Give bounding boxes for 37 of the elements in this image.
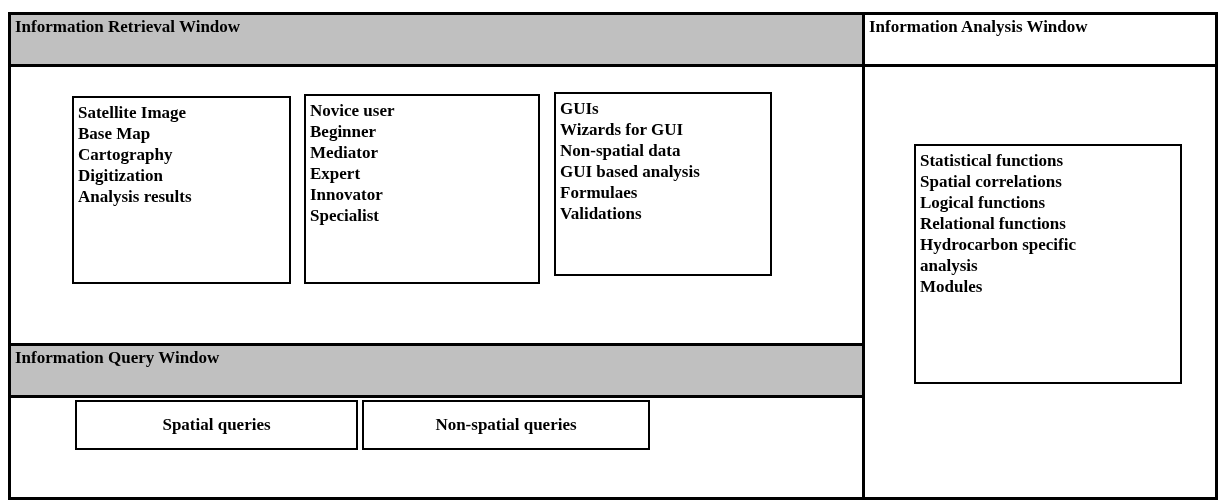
- list-item: Modules: [920, 276, 984, 297]
- window-panel: [862, 12, 1218, 500]
- list-item: Statistical functions: [920, 150, 1065, 171]
- list-item: Analysis results: [78, 186, 193, 207]
- list-item: Specialist: [310, 205, 380, 226]
- list-item: Digitization: [78, 165, 164, 186]
- window-panel: [8, 343, 865, 500]
- list-item: Validations: [560, 203, 643, 224]
- list-box: [554, 92, 772, 276]
- list-item: GUI based analysis: [560, 161, 701, 182]
- list-item: GUIs: [560, 98, 600, 119]
- window-title: Information Retrieval Window: [11, 15, 862, 67]
- list-box: [914, 144, 1182, 384]
- list-item: Hydrocarbon specific analysis: [920, 234, 1077, 276]
- list-item: Spatial correlations: [920, 171, 1063, 192]
- list-item: Mediator: [310, 142, 379, 163]
- list-item: Novice user: [310, 100, 396, 121]
- window-panel: [8, 12, 865, 346]
- query-label: Spatial queries: [162, 415, 271, 435]
- query-box: [75, 400, 358, 450]
- list-item: Logical functions: [920, 192, 1047, 213]
- list-item: Beginner: [310, 121, 378, 142]
- list-box: [72, 96, 291, 284]
- list-box: [304, 94, 540, 284]
- query-box: [362, 400, 650, 450]
- list-item: Relational functions: [920, 213, 1067, 234]
- list-item: Innovator: [310, 184, 384, 205]
- list-item: Wizards for GUI: [560, 119, 685, 140]
- window-title: Information Query Window: [11, 346, 862, 398]
- list-item: Formulaes: [560, 182, 639, 203]
- list-item: Satellite Image: [78, 102, 188, 123]
- list-item: Non-spatial data: [560, 140, 682, 161]
- list-item: Base Map: [78, 123, 152, 144]
- list-item: Cartography: [78, 144, 174, 165]
- window-title: Information Analysis Window: [865, 15, 1215, 67]
- query-label: Non-spatial queries: [435, 415, 577, 435]
- list-item: Expert: [310, 163, 362, 184]
